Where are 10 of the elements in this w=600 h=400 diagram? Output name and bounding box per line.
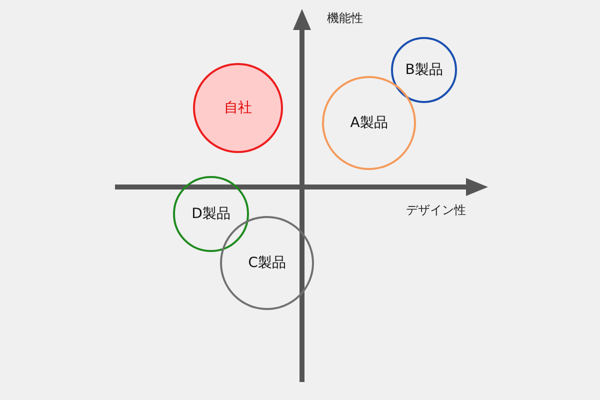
- product-label: A製品: [350, 114, 388, 132]
- axis-label: デザイン性: [406, 202, 466, 219]
- product-label: B製品: [405, 61, 443, 79]
- product-circle: [173, 176, 249, 252]
- axis-label: 機能性: [327, 10, 363, 27]
- product-label: C製品: [248, 254, 286, 272]
- product-circle: [391, 37, 457, 103]
- product-circle: [322, 76, 416, 170]
- product-label: 自社: [224, 99, 252, 117]
- product-label: D製品: [192, 205, 230, 223]
